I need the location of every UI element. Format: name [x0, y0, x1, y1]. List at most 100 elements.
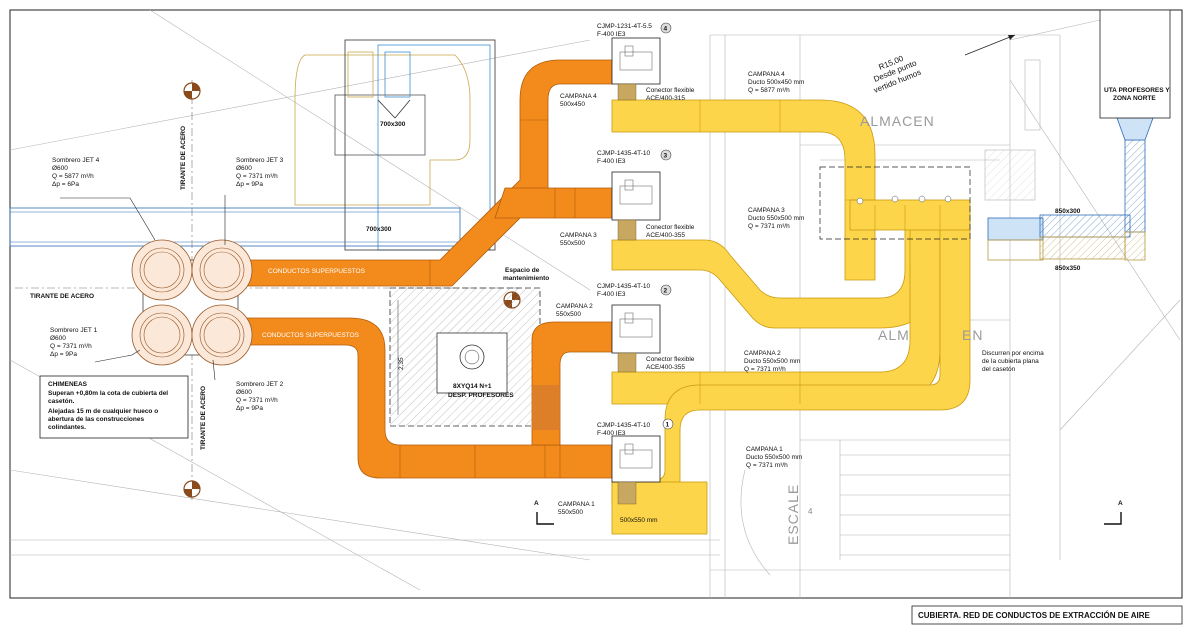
discurren-1: Discurren por encima — [982, 350, 1044, 357]
svg-text:ACE/400-355: ACE/400-355 — [646, 364, 685, 371]
title-block — [911, 605, 1183, 625]
connector-4-label: Conector flexible ACE/400-315 — [646, 87, 695, 102]
unit-fan-inner — [464, 349, 480, 365]
svg-text:Q = 7371 m³/h: Q = 7371 m³/h — [50, 343, 92, 350]
tirante-label-vertical-top: TIRANTE DE ACERO — [180, 126, 187, 190]
svg-text:A: A — [1118, 500, 1123, 507]
fan-3-label: CJMP-1435-4T-10 F-400 IE3 3 — [597, 149, 672, 165]
svg-text:Sombrero JET 1: Sombrero JET 1 — [50, 327, 98, 334]
campana-3-right: CAMPANA 3 Ducto 550x500 mm Q = 7371 m³/h — [748, 207, 804, 230]
yellow-ducts — [611, 99, 971, 535]
campana-3-left: CAMPANA 3 550x500 — [560, 232, 597, 247]
chimeneas-box — [39, 375, 189, 439]
campana-2-left: CAMPANA 2 550x500 — [556, 303, 593, 318]
tirante-label-horizontal: TIRANTE DE ACERO — [30, 293, 94, 300]
svg-text:Ø600: Ø600 — [236, 165, 252, 172]
svg-text:Ducto 550x500 mm: Ducto 550x500 mm — [748, 215, 804, 222]
connector-2-label: Conector flexible ACE/400-355 — [646, 356, 695, 371]
svg-text:Conector flexible: Conector flexible — [646, 87, 695, 94]
svg-text:Δp = 9Pa: Δp = 9Pa — [236, 181, 263, 188]
svg-text:Q = 7371 m³/h: Q = 7371 m³/h — [744, 366, 786, 373]
chimney-hats — [131, 239, 253, 366]
dim-duct-top: 700x300 — [380, 121, 406, 128]
svg-text:CJMP-1231-4T-5.5: CJMP-1231-4T-5.5 — [597, 23, 652, 30]
unit-label-1: 8XYQ14 N+1 — [453, 383, 492, 390]
sombrero-1: Sombrero JET 1 Ø600 Q = 7371 m³/h Δp = 9… — [50, 327, 98, 358]
svg-text:Ducto 500x450 mm: Ducto 500x450 mm — [748, 79, 804, 86]
svg-text:3: 3 — [664, 153, 668, 160]
uta-duct — [987, 117, 1154, 261]
orange-ducts — [229, 59, 613, 479]
svg-text:Alejadas 15 m de cualquier hue: Alejadas 15 m de cualquier hueco o — [48, 408, 158, 415]
sombrero-4: Sombrero JET 4 Ø600 Q = 5877 m³/h Δp = 6… — [52, 157, 100, 188]
campana-4-right: CAMPANA 4 Ducto 500x450 mm Q = 5877 m³/h — [748, 71, 804, 94]
mantenimiento-2: mantenimiento — [503, 275, 549, 282]
svg-text:4: 4 — [664, 26, 668, 33]
svg-text:abertura de las construcciones: abertura de las construcciones — [48, 416, 144, 423]
drawing-frame — [9, 9, 1183, 599]
svg-text:Q = 5877 m³/h: Q = 5877 m³/h — [52, 173, 94, 180]
svg-text:550x500: 550x500 — [558, 509, 583, 516]
fan-1-label: CJMP-1435-4T-10 F-400 IE3 1 — [597, 418, 674, 437]
svg-text:CAMPANA 1: CAMPANA 1 — [746, 446, 783, 453]
svg-text:Q = 7371 m³/h: Q = 7371 m³/h — [236, 397, 278, 404]
svg-text:Q = 5877 m³/h: Q = 5877 m³/h — [748, 87, 790, 94]
mantenimiento-1: Espacio de — [505, 267, 540, 274]
unit-box — [436, 332, 508, 394]
yellow-duct-seams — [699, 100, 941, 404]
svg-text:Δp = 6Pa: Δp = 6Pa — [52, 181, 79, 188]
svg-text:colindantes.: colindantes. — [48, 424, 86, 431]
grille-icons — [856, 195, 952, 205]
svg-text:CHIMENEAS: CHIMENEAS — [48, 381, 88, 388]
svg-text:Ducto 550x500 mm: Ducto 550x500 mm — [744, 358, 800, 365]
section-mark-left: A — [534, 500, 554, 525]
svg-text:Q = 7371 m³/h: Q = 7371 m³/h — [748, 223, 790, 230]
conductos-label-upper: CONDUCTOS SUPERPUESTOS — [268, 268, 366, 275]
dim-235: 2,35 — [398, 357, 405, 370]
room-escalera: ESCALE — [785, 484, 801, 545]
unit-label-2: DESP. PROFESORES — [448, 392, 514, 399]
svg-text:F-400 IE3: F-400 IE3 — [597, 291, 626, 298]
svg-text:Ø600: Ø600 — [236, 389, 252, 396]
svg-text:Conector flexible: Conector flexible — [646, 356, 695, 363]
section-mark-right: A — [1104, 500, 1123, 525]
svg-text:ACE/400-355: ACE/400-355 — [646, 232, 685, 239]
discurren-3: del casetón — [982, 366, 1016, 373]
campana-1-left: CAMPANA 1 550x500 — [558, 501, 595, 516]
svg-text:2: 2 — [664, 288, 668, 295]
svg-text:Δp = 9Pa: Δp = 9Pa — [50, 351, 77, 358]
fan-4-label: CJMP-1231-4T-5.5 F-400 IE3 4 — [597, 22, 672, 38]
svg-text:casetón.: casetón. — [48, 398, 75, 405]
svg-text:F-400 IE3: F-400 IE3 — [597, 158, 626, 165]
svg-text:500x450: 500x450 — [560, 101, 585, 108]
svg-text:Conector flexible: Conector flexible — [646, 224, 695, 231]
sombrero-3: Sombrero JET 3 Ø600 Q = 7371 m³/h Δp = 9… — [236, 157, 284, 188]
flex-connectors — [617, 83, 637, 505]
svg-text:CAMPANA 4: CAMPANA 4 — [560, 93, 597, 100]
stair-number: 4 — [808, 507, 813, 516]
svg-text:Q = 7371 m³/h: Q = 7371 m³/h — [746, 462, 788, 469]
svg-text:Q = 7371 m³/h: Q = 7371 m³/h — [236, 173, 278, 180]
chimeneas-note: CHIMENEAS Superan +0,80m la cota de cubi… — [48, 381, 168, 431]
dim-500x550: 500x550 mm — [620, 517, 658, 524]
svg-text:Sombrero JET 2: Sombrero JET 2 — [236, 381, 284, 388]
fan-2-label: CJMP-1435-4T-10 F-400 IE3 2 — [597, 283, 672, 298]
sombrero-leaders — [60, 195, 226, 381]
conductos-label-lower: CONDUCTOS SUPERPUESTOS — [262, 332, 360, 339]
uta-label-2: ZONA NORTE — [1113, 95, 1156, 102]
discurren-2: de la cubierta plana — [982, 358, 1039, 365]
svg-text:CJMP-1435-4T-10: CJMP-1435-4T-10 — [597, 150, 650, 157]
campana-1-right: CAMPANA 1 Ducto 550x500 mm Q = 7371 m³/h — [746, 446, 802, 469]
svg-text:Sombrero JET 4: Sombrero JET 4 — [52, 157, 100, 164]
svg-text:ACE/400-315: ACE/400-315 — [646, 95, 685, 102]
uta-label-1: UTA PROFESORES Y — [1104, 87, 1170, 94]
svg-text:CJMP-1435-4T-10: CJMP-1435-4T-10 — [597, 283, 650, 290]
svg-text:CAMPANA 2: CAMPANA 2 — [744, 350, 781, 357]
svg-text:A: A — [534, 500, 539, 507]
svg-text:550x500: 550x500 — [556, 311, 581, 318]
sombrero-2: Sombrero JET 2 Ø600 Q = 7371 m³/h Δp = 9… — [236, 381, 284, 412]
campana-4-left: CAMPANA 4 500x450 — [560, 93, 597, 108]
svg-text:CAMPANA 4: CAMPANA 4 — [748, 71, 785, 78]
svg-text:Sombrero JET 3: Sombrero JET 3 — [236, 157, 284, 164]
